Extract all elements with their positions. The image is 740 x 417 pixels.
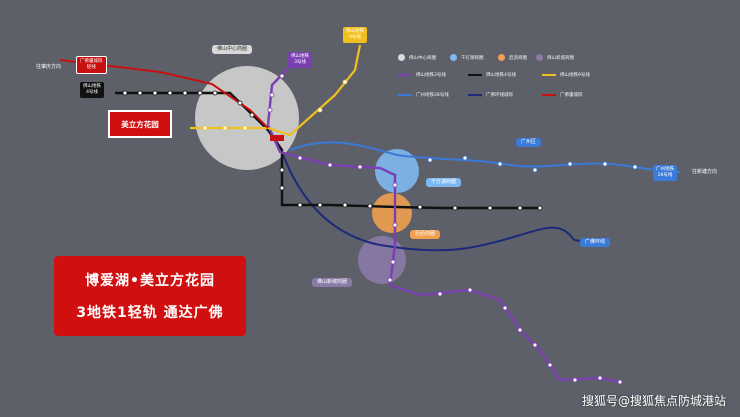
line-tag-line9: 佛山地铁 9号线 [343, 27, 367, 43]
zone-label-houzhai: 后沥商圈 [410, 230, 441, 239]
direction-guangzhou: 往新塘方向 [692, 169, 718, 175]
legend-line9: 佛山地铁9号线 [542, 72, 590, 78]
legend-foshan-new: 佛山新城商圈 [536, 54, 574, 61]
line-tag-line4: 佛山地铁 4号线 [80, 82, 104, 98]
zone-label-qiandeng: 千灯湖商圈 [426, 178, 462, 187]
legend-label: 佛山地铁4号线 [486, 73, 516, 78]
legend-label: 后沥商圈 [509, 55, 527, 61]
legend-foshan-center: 佛山中心商圈 [398, 54, 436, 61]
watermark: 搜狐号@搜狐焦点防城港站 [581, 394, 726, 408]
legend-line-icon [542, 94, 556, 96]
promo-subtitle: 3地铁1轻轨 通达广佛 [76, 305, 224, 321]
legend-dot-icon [536, 54, 543, 61]
legend-line-icon [398, 74, 412, 76]
gfzhao-line [59, 59, 269, 129]
legend-label: 佛山地铁3号线 [416, 73, 446, 78]
line-tag-gz28: 广州地铁 28号线 [653, 165, 677, 181]
gz28-line [289, 141, 681, 173]
project-location-box: 美立方花园 [108, 110, 172, 138]
line9-line [190, 44, 362, 137]
line9-stations [202, 79, 348, 131]
legend-line-icon [542, 74, 556, 76]
line-tag-gfzhao: 广佛肇城际 轻线 [76, 56, 107, 74]
legend-line-icon [468, 94, 482, 96]
foshan-new-zone [358, 236, 406, 284]
zone-label-guangzhou-area: 广州区 [516, 138, 542, 147]
line3-line [266, 61, 621, 384]
gz28-stations [427, 155, 638, 173]
legend-line4: 佛山地铁4号线 [468, 72, 516, 78]
zone-label-foshan-center: 佛山中心商圈 [212, 45, 253, 54]
legend-label: 佛山中心商圈 [409, 55, 436, 61]
legend-gfring: 广佛环线城际 [468, 92, 513, 98]
legend-line-icon [468, 74, 482, 76]
legend-dot-icon [450, 54, 457, 61]
legend-houzhai: 后沥商圈 [498, 54, 527, 61]
map-legend: 佛山中心商圈 千灯湖商圈 后沥商圈 佛山新城商圈 佛山地铁3号线 佛山地铁4号线… [398, 54, 628, 106]
legend-line-icon [398, 94, 412, 96]
qiandeng-zone [375, 149, 419, 193]
line-tag-line3: 佛山地铁 3号线 [288, 52, 312, 68]
legend-gfzhao: 广佛肇城际 [542, 92, 583, 98]
legend-label: 佛山地铁9号线 [560, 73, 590, 78]
legend-line3: 佛山地铁3号线 [398, 72, 446, 78]
legend-qiandeng: 千灯湖商圈 [450, 54, 484, 61]
legend-label: 广佛环线城际 [486, 93, 513, 98]
direction-zhaoqing: 往肇庆方向 [36, 64, 62, 70]
line3-stations [267, 73, 623, 385]
promo-title: 博爱湖•美立方花园 [85, 273, 215, 289]
zone-label-guangzhou-ring: 广佛环线 [580, 238, 611, 247]
zone-label-foshan-new: 佛山新城商圈 [312, 278, 353, 287]
legend-dot-icon [398, 54, 405, 61]
legend-label: 广佛肇城际 [560, 93, 583, 98]
legend-label: 广州地铁28号线 [416, 93, 449, 98]
interchange-marker [270, 135, 284, 141]
promo-banner: 博爱湖•美立方花园 3地铁1轻轨 通达广佛 [54, 256, 246, 336]
line4-line [115, 91, 540, 210]
legend-label: 佛山新城商圈 [547, 55, 574, 61]
gfring-line [281, 151, 575, 252]
legend-gz28: 广州地铁28号线 [398, 92, 449, 98]
legend-label: 千灯湖商圈 [461, 55, 484, 61]
houzhai-zone [372, 193, 412, 233]
legend-dot-icon [498, 54, 505, 61]
line4-stations [122, 90, 543, 211]
